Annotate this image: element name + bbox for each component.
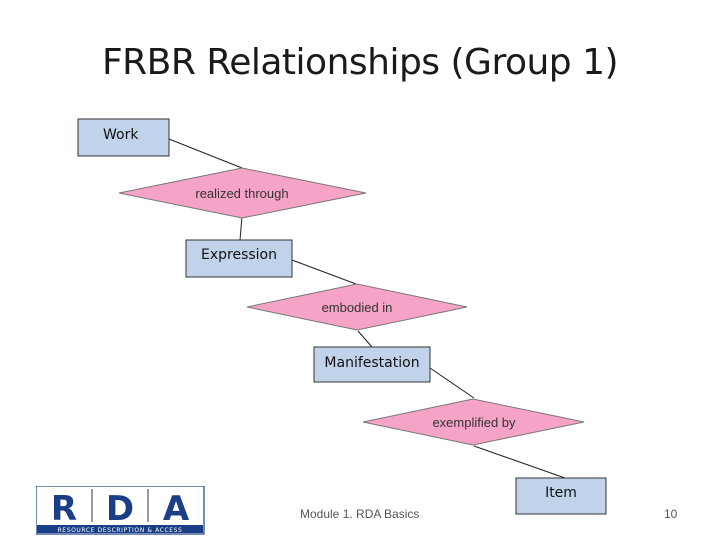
relationship-embodied-in[interactable]: embodied in	[246, 283, 468, 331]
connector-embodied-manifestation	[357, 330, 373, 348]
entity-item-label: Item	[545, 485, 577, 501]
logo-tagline: RESOURCE DESCRIPTION & ACCESS	[58, 527, 183, 534]
logo-letter-r: R	[51, 489, 77, 529]
rda-logo: R D A RESOURCE DESCRIPTION & ACCESS	[35, 485, 206, 536]
connector-work-realized	[168, 138, 243, 169]
relationship-exemplified-by-label: exemplified by	[432, 415, 516, 430]
connector-exemplified-item	[473, 445, 566, 479]
entity-work[interactable]: Work	[77, 118, 170, 157]
entity-manifestation[interactable]: Manifestation	[313, 346, 431, 383]
relationship-realized-through[interactable]: realized through	[118, 167, 367, 219]
relationship-realized-through-label: realized through	[195, 186, 288, 201]
entity-expression-label: Expression	[201, 247, 277, 263]
connector-manifestation-exemplified	[429, 367, 475, 399]
logo-letter-d: D	[106, 489, 134, 529]
entity-expression[interactable]: Expression	[185, 239, 293, 278]
connector-realized-expression	[239, 215, 243, 241]
logo-letter-a: A	[163, 489, 190, 529]
connectors	[168, 138, 566, 479]
entity-manifestation-label: Manifestation	[324, 355, 419, 371]
entity-item[interactable]: Item	[515, 477, 607, 515]
slide-title: FRBR Relationships (Group 1)	[101, 42, 619, 83]
connector-expression-embodied	[291, 259, 357, 285]
slide-footer: Module 1. RDA Basics	[300, 507, 420, 521]
relationship-embodied-in-label: embodied in	[322, 300, 393, 315]
page-number: 10	[664, 507, 678, 521]
entity-work-label: Work	[103, 127, 139, 143]
relationship-exemplified-by[interactable]: exemplified by	[362, 398, 585, 446]
